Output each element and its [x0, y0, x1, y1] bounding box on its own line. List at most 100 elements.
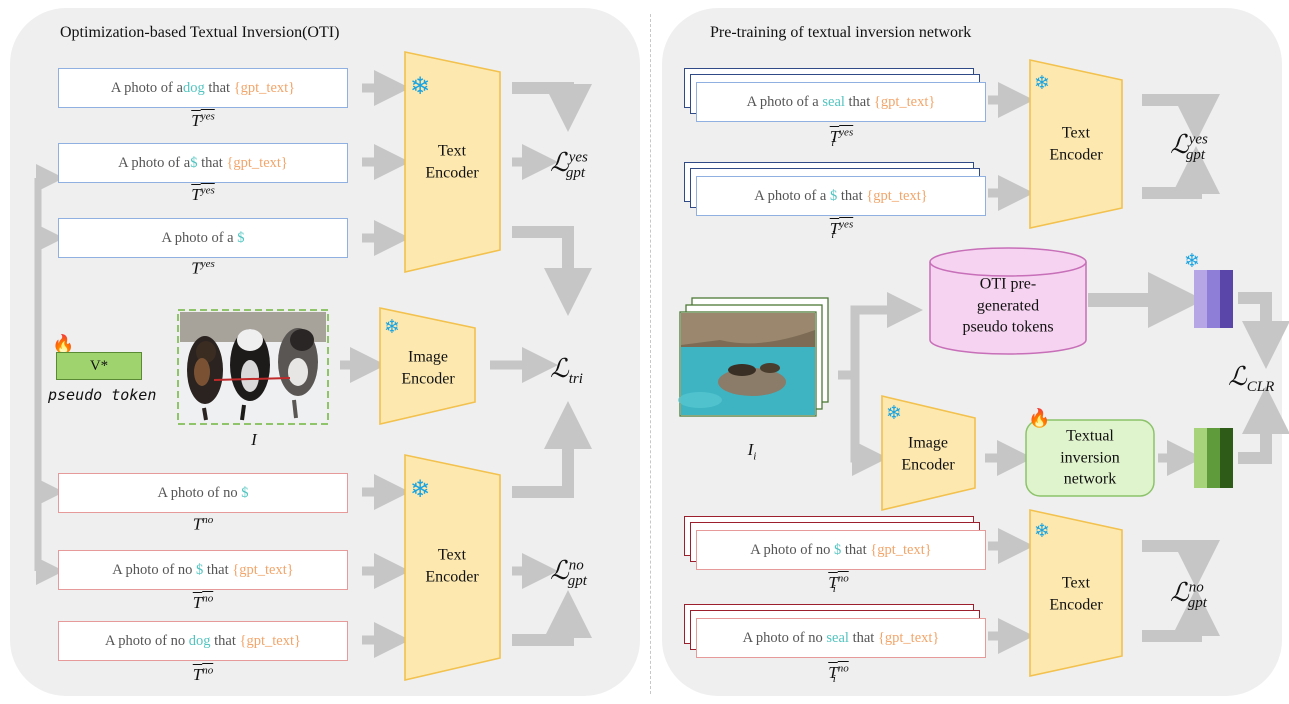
- t2-gpt: {gpt_text}: [226, 154, 288, 171]
- left-panel-title: Optimization-based Textual Inversion(OTI…: [60, 24, 340, 41]
- cylinder-top: [929, 247, 1087, 277]
- snowflake-icon: ❄: [886, 402, 902, 424]
- t3-prefix: A photo of a: [161, 229, 238, 246]
- pseudo-token-box: V*: [56, 352, 142, 380]
- label-t-yes-hat: Tyes: [191, 184, 215, 204]
- arrow-seal-branch-down: [850, 375, 888, 476]
- label-t-no: Tno: [192, 514, 214, 534]
- text-box-t-yes-gpt-class: A photo of a dog that {gpt_text}: [58, 68, 348, 108]
- t5-pseudo: $: [196, 561, 204, 578]
- text-box-t-yes: A photo of a $: [58, 218, 348, 258]
- pregen-token-bar-3: [1220, 270, 1233, 328]
- arrow-top-output-a: [512, 82, 592, 132]
- t6-mid: that: [210, 632, 240, 649]
- snowflake-icon: ❄: [384, 316, 400, 338]
- label-ti-no-hat: Tnoi: [828, 572, 849, 596]
- arrow-bottom-output-c: [512, 590, 592, 646]
- loss-tri: ℒtri: [550, 354, 583, 388]
- arrow-r-top-output-b: [1142, 146, 1220, 199]
- predicted-token-bar-1: [1194, 428, 1207, 488]
- label-t-no-bar: Tno: [192, 664, 214, 684]
- label-image-ii: Ii: [747, 440, 757, 463]
- label-image-i: I: [251, 430, 257, 449]
- label-t-yes: Tyes: [191, 258, 215, 278]
- snowflake-icon: ❄: [410, 475, 431, 503]
- flame-icon: 🔥: [52, 334, 75, 355]
- t6-gpt: {gpt_text}: [239, 632, 301, 649]
- t5-prefix: A photo of no: [112, 561, 197, 578]
- arrow-r-bottom-output-a: [1142, 540, 1220, 588]
- t2-prefix: A photo of a: [118, 154, 191, 171]
- t2-mid: that: [197, 154, 227, 171]
- dog-photo-illustration: [180, 312, 326, 422]
- t1-gpt: {gpt_text}: [233, 79, 296, 96]
- label-t-no-hat: Tno: [192, 592, 214, 612]
- arrow-r-top-output-a: [1142, 94, 1220, 142]
- t2-pseudo: $: [190, 154, 198, 171]
- predicted-token-bar-3: [1220, 428, 1233, 488]
- snowflake-icon: ❄: [1184, 250, 1200, 272]
- snowflake-icon: ❄: [1034, 520, 1050, 542]
- loss-gpt-no: ℒnogpt: [550, 556, 587, 590]
- t1-class: dog: [182, 79, 205, 96]
- label-ti-yes-bar: Tyesi: [829, 126, 854, 150]
- cylinder-body: [929, 262, 1087, 355]
- label-ti-yes-hat: Tyesi: [829, 218, 854, 242]
- t4-pseudo: $: [241, 484, 249, 501]
- text-box-t-no: A photo of no $: [58, 473, 348, 513]
- t3-pseudo: $: [237, 229, 245, 246]
- r-text-box-t-yes-pseudo: A photo of a $ that {gpt_text}: [696, 176, 986, 216]
- pregen-token-bar-1: [1194, 270, 1207, 328]
- image-encoder-shape: [379, 307, 476, 426]
- r-loss-gpt-yes: ℒyesgpt: [1170, 130, 1208, 164]
- r-text-encoder-bottom-shape: [1029, 509, 1123, 677]
- r-text-box-t-yes-class: A photo of a seal that {gpt_text}: [696, 82, 986, 122]
- r-text-box-t-no-class: A photo of no seal that {gpt_text}: [696, 618, 986, 658]
- snowflake-icon: ❄: [1034, 72, 1050, 94]
- loss-gpt-yes: ℒyesgpt: [550, 148, 588, 182]
- t1-mid: that: [204, 79, 234, 96]
- label-ti-no-bar: Tnoi: [828, 662, 849, 686]
- text-box-t-no-gpt-class: A photo of no dog that {gpt_text}: [58, 621, 348, 661]
- arrow-top-output-tri: [512, 226, 592, 316]
- textual-inversion-network-shape: [1025, 419, 1155, 497]
- arrow-tokens-clr-bottom: [1238, 386, 1289, 464]
- t5-gpt: {gpt_text}: [232, 561, 294, 578]
- label-t-yes-bar: Tyes: [191, 110, 215, 130]
- r-loss-gpt-no: ℒnogpt: [1170, 578, 1207, 612]
- pregen-token-bar-2: [1207, 270, 1220, 328]
- flame-icon: 🔥: [1028, 408, 1051, 429]
- t5-mid: that: [203, 561, 233, 578]
- right-panel-title: Pre-training of textual inversion networ…: [710, 24, 972, 41]
- t4-prefix: A photo of no: [157, 484, 242, 501]
- seal-photo-illustration: [678, 313, 815, 415]
- arrow-seal-branch: [838, 310, 905, 380]
- t1-prefix: A photo of a: [110, 79, 183, 96]
- arrow-bottom-output-tri: [512, 401, 592, 498]
- text-encoder-bottom-shape: [404, 454, 501, 682]
- pseudo-token-caption: pseudo token: [48, 386, 157, 404]
- t6-prefix: A photo of no: [105, 632, 189, 649]
- text-encoder-top-shape: [404, 51, 501, 274]
- r-image-encoder-shape: [881, 394, 976, 512]
- panel-divider: [650, 14, 651, 694]
- r-text-box-t-no-pseudo: A photo of no $ that {gpt_text}: [696, 530, 986, 570]
- r-text-encoder-top-shape: [1029, 59, 1123, 229]
- text-box-t-no-gpt-pseudo: A photo of no $ that {gpt_text}: [58, 550, 348, 590]
- arrow-tokens-clr-top: [1238, 292, 1289, 369]
- text-box-t-yes-gpt-pseudo: A photo of a $ that {gpt_text}: [58, 143, 348, 183]
- arrow-r-bottom-output-b: [1142, 588, 1220, 642]
- snowflake-icon: ❄: [410, 72, 431, 100]
- t6-class: dog: [188, 632, 211, 649]
- r-loss-clr: ℒCLR: [1228, 362, 1275, 396]
- predicted-token-bar-2: [1207, 428, 1220, 488]
